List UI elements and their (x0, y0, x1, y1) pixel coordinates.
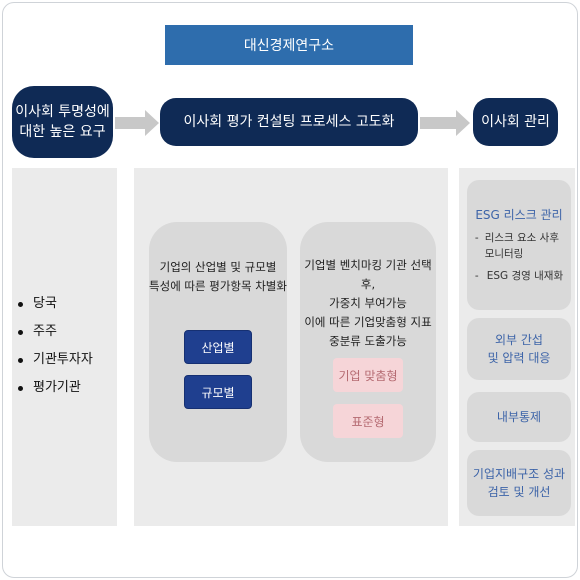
esg-risk-box: ESG 리스크 관리 - 리스크 요소 사후 모니터링 - ESG 경영 내재화 (467, 180, 571, 310)
list-item: 평가기관 (18, 374, 93, 402)
governance-review-box: 기업지배구조 성과 검토 및 개선 (467, 450, 571, 516)
demand-pill-line-1: 이사회 투명성에 (15, 104, 110, 120)
demand-pill-line-2: 대한 높은 요구 (19, 124, 106, 140)
benchmark-card-text: 기업별 벤치마킹 기관 선택 후, 가중치 부여가능 이에 따른 기업맞춤형 지… (304, 258, 432, 348)
arrow-right-icon (420, 110, 470, 136)
bullet-icon (18, 301, 23, 307)
esg-risk-items: - 리스크 요소 사후 모니터링 - ESG 경영 내재화 (475, 230, 563, 284)
bullet-icon (18, 357, 23, 363)
process-pill: 이사회 평가 컨설팅 프로세스 고도화 (160, 98, 418, 146)
demand-pill: 이사회 투명성에 대한 높은 요구 (12, 86, 113, 158)
esg-risk-title: ESG 리스크 관리 (475, 208, 563, 222)
bullet-icon (18, 385, 23, 391)
custom-button[interactable]: 기업 맞춤형 (333, 358, 403, 392)
industry-button[interactable]: 산업별 (184, 330, 252, 364)
list-item: 당국 (18, 290, 93, 318)
industry-card: 기업의 산업별 및 규모별 특성에 따른 평가항목 차별화 산업별 규모별 (149, 222, 287, 462)
management-pill: 이사회 관리 (473, 98, 558, 146)
bullet-icon (18, 329, 23, 335)
stakeholder-list: 당국 주주 기관투자자 평가기관 (18, 290, 93, 402)
stakeholder-panel (12, 168, 117, 526)
external-pressure-box: 외부 간섭 및 압력 대응 (467, 318, 571, 380)
list-item: - 리스크 요소 사후 모니터링 (474, 232, 559, 260)
list-item: 기관투자자 (18, 346, 93, 374)
header-title: 대신경제연구소 (165, 25, 413, 65)
arrow-right-icon (115, 110, 159, 136)
list-item: - ESG 경영 내재화 (474, 270, 564, 282)
internal-control-box: 내부통제 (467, 392, 571, 442)
benchmark-card: 기업별 벤치마킹 기관 선택 후, 가중치 부여가능 이에 따른 기업맞춤형 지… (300, 222, 436, 462)
industry-card-text: 기업의 산업별 및 규모별 특성에 따른 평가항목 차별화 (149, 260, 287, 293)
size-button[interactable]: 규모별 (184, 375, 252, 409)
list-item: 주주 (18, 318, 93, 346)
standard-button[interactable]: 표준형 (333, 404, 403, 438)
